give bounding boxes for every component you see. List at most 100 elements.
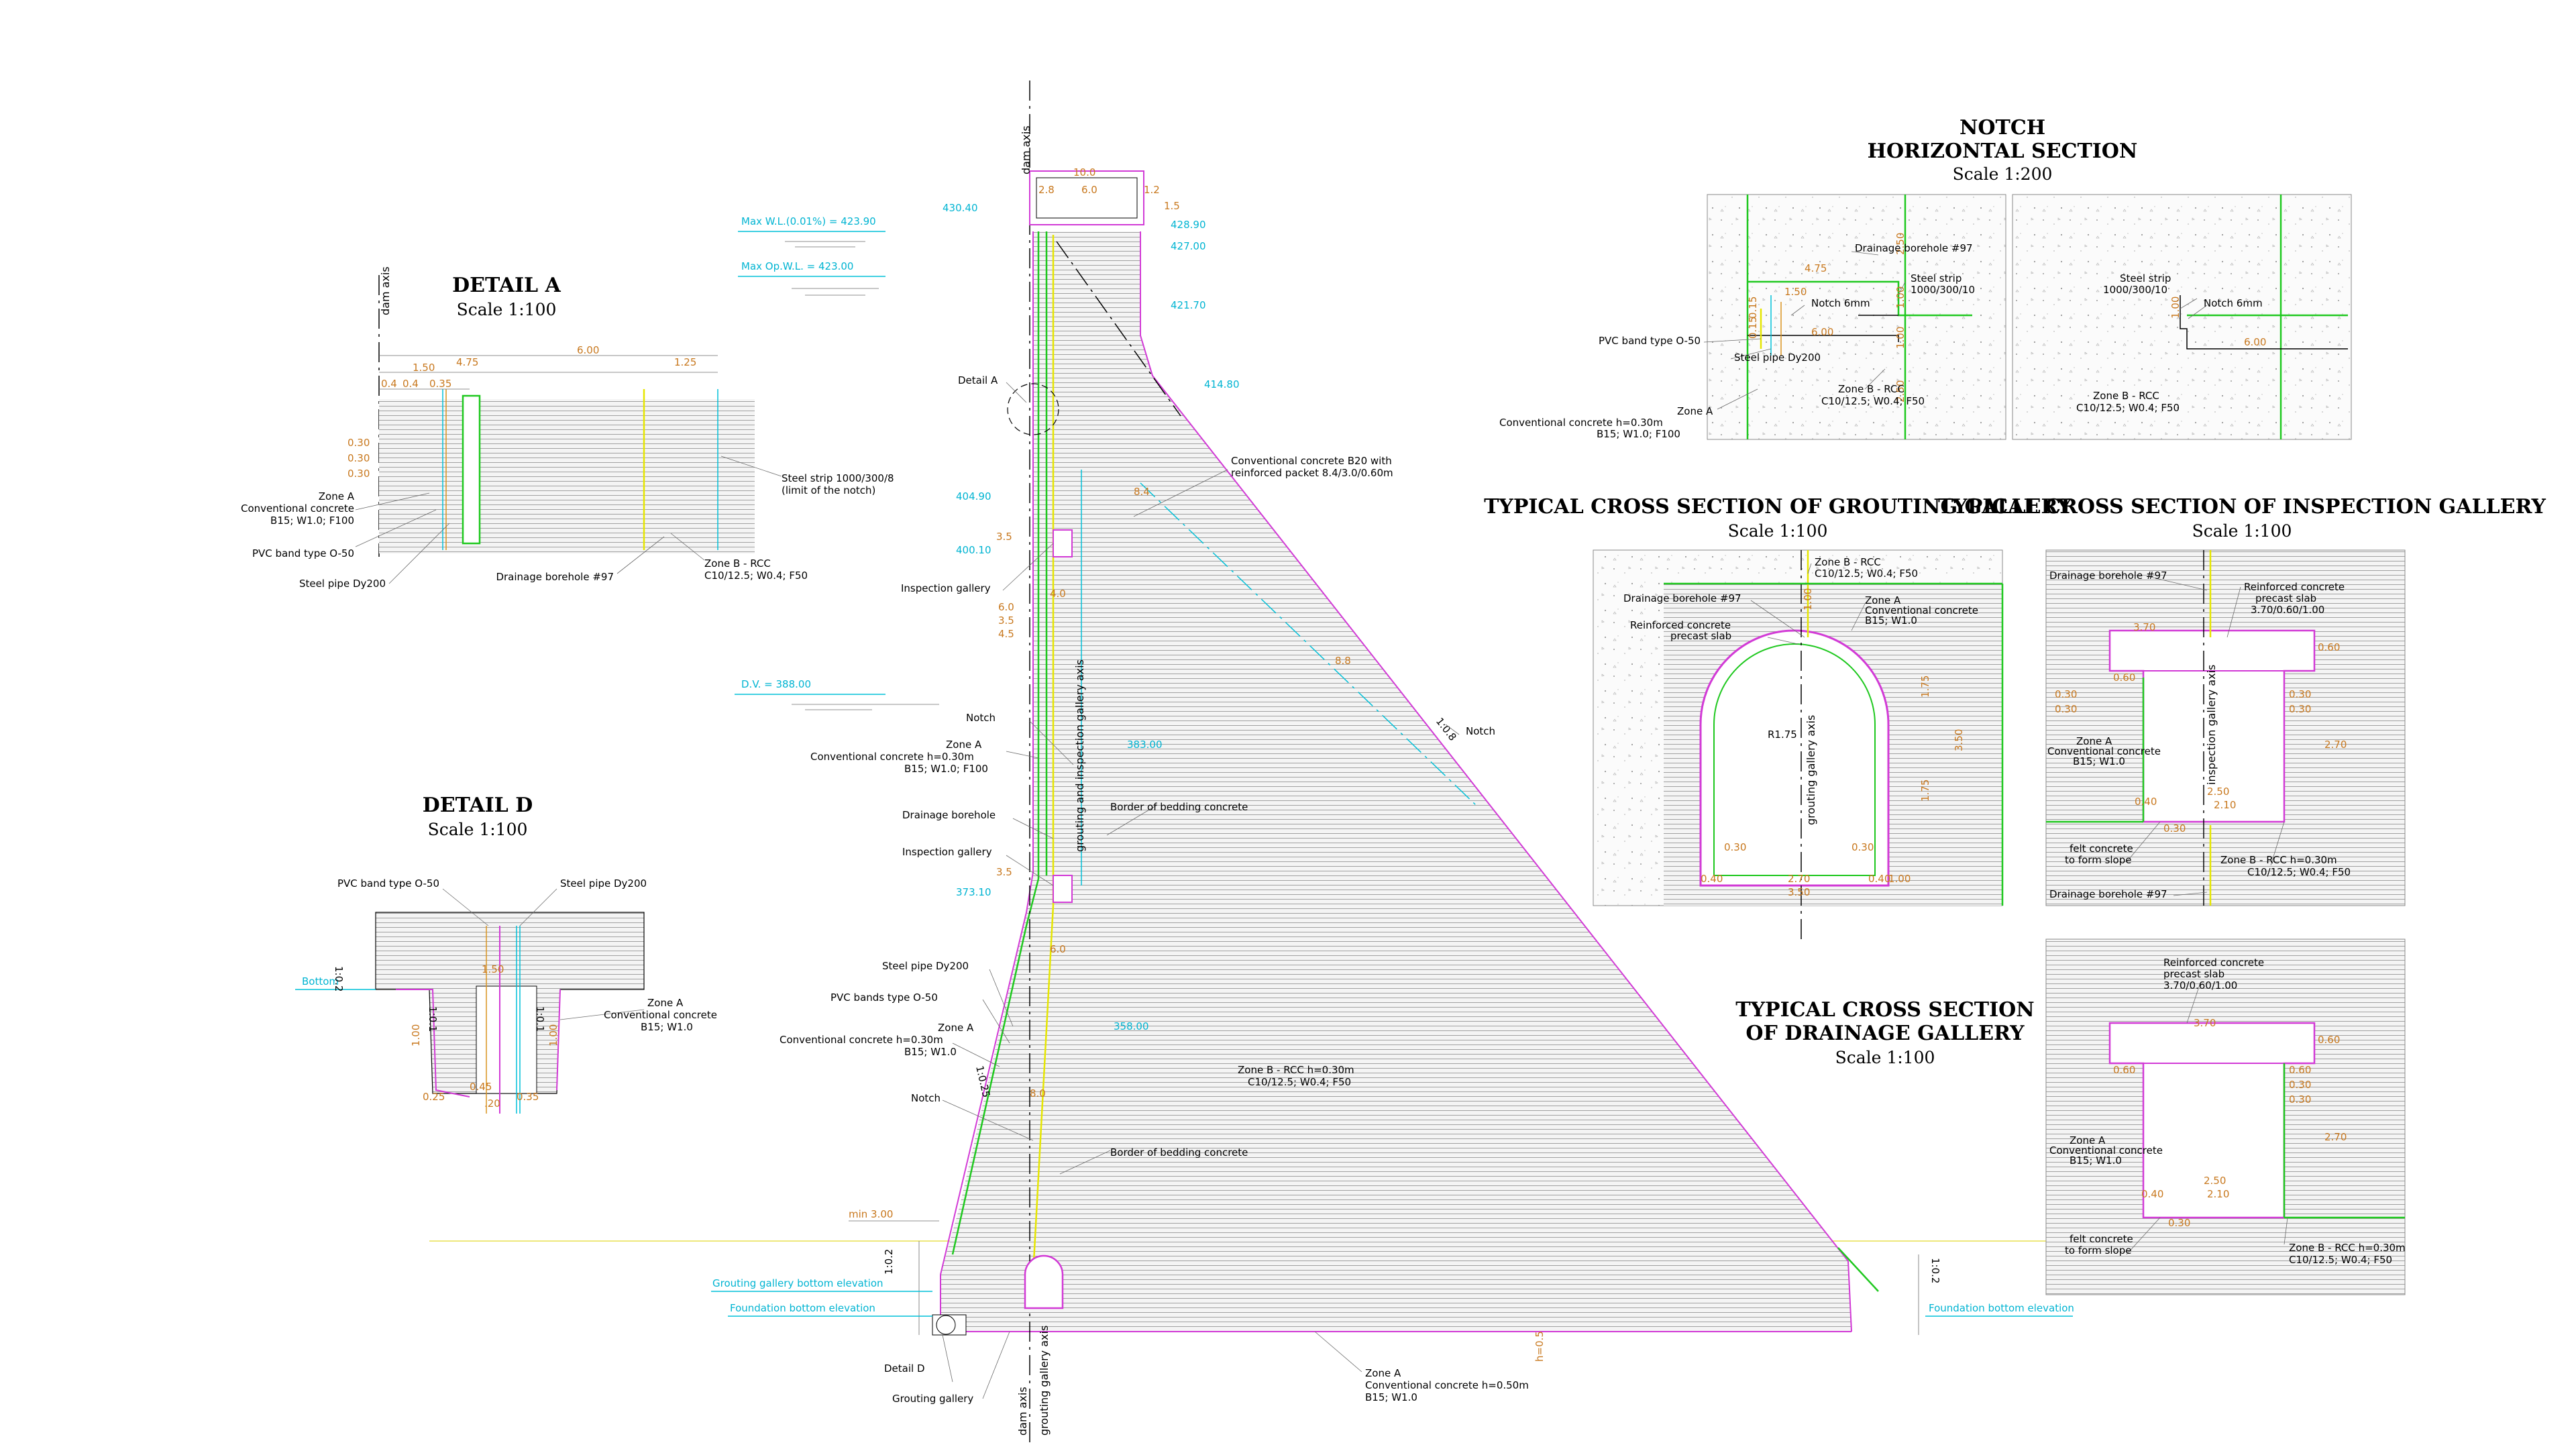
gallery-axis-label: grouting gallery axis [1038,1326,1051,1436]
ig-label-2: precast slab [2255,592,2316,604]
elev-428: 428.90 [1171,219,1206,231]
dg-label-5: B15; W1.0 [2070,1155,2122,1167]
elev-404: 404.90 [956,490,991,502]
gg-dim-4: 0.30 [1724,841,1746,853]
label-inspection-gallery-1: Inspection gallery [901,582,991,594]
ig-dim-3: 0.30 [2055,688,2077,700]
label-notch-1: Notch [966,712,996,724]
notch-title: NOTCH [1960,116,2045,140]
detail-a-label-2: B15; W1.0; F100 [270,515,354,527]
dg-dim-8: 0.40 [2141,1188,2163,1200]
ig-label-10: C10/12.5; W0.4; F50 [2247,866,2351,878]
detail-a-section [379,399,755,553]
notch-label-3: Notch 6mm [1811,297,1870,309]
dim-crest-b: 6.0 [1081,184,1097,196]
elev-foundation-bottom-right: Foundation bottom elevation [1929,1302,2074,1314]
inspection-gallery-section: TYPICAL CROSS SECTION OF INSPECTION GALL… [1938,495,2546,906]
detail-a-label-1: Conventional concrete [241,502,354,515]
notch-label-r2: Notch 6mm [2204,297,2263,309]
dg-dim-6: 2.70 [2324,1131,2347,1143]
dim-crest-a: 2.8 [1038,184,1055,196]
notch-label-7: Conventional concrete h=0.30m [1499,417,1663,429]
dim-side-10: 8.8 [1335,655,1351,667]
detail-a-label-0: Zone A [319,490,355,502]
gg-label-0: Zone B - RCC [1815,556,1881,568]
dg-label-8: Zone B - RCC h=0.30m [2289,1242,2406,1254]
ig-dim-8: 0.40 [2135,796,2157,808]
gg-dim-6: 0.40 [1701,873,1723,885]
dim-side-6: 3.5 [996,866,1012,878]
label-inspection-gallery-2: Inspection gallery [902,846,992,858]
inspection-gallery-lower [1053,875,1073,903]
ig-dim-2: 0.60 [2318,641,2340,653]
detail-a: DETAIL A Scale 1:100 dam axis 6.00 1.50 … [241,266,894,590]
grouting-gallery-section: TYPICAL CROSS SECTION OF GROUTING GALLER… [1484,495,2072,939]
drainage-gallery-title-2: OF DRAINAGE GALLERY [1746,1022,2025,1045]
dam-cross-section: dam axis dam axis grouting gallery axis … [429,80,2074,1442]
dg-dim-0: 3.70 [2194,1017,2216,1029]
notch-dim-2: 6.00 [1811,326,1833,338]
dim-side-5: 4.5 [998,628,1014,640]
notch-dim-4: 2.50 [1894,380,1907,402]
notch-label-1: Steel strip [1911,272,1962,284]
label-pvc-bands: PVC bands type O-50 [830,991,938,1004]
ig-label-0: Drainage borehole #97 [2049,570,2167,582]
dg-label-1: precast slab [2163,968,2224,980]
detail-d-dim-4: 0.45 [470,1081,492,1093]
inspection-gallery-upper [1053,529,1073,557]
ig-label-9: Zone B - RCC h=0.30m [2220,854,2337,866]
ig-label-1: Reinforced concrete [2244,581,2345,593]
elev-max-op-wl: Max Op.W.L. = 423.00 [741,260,853,272]
detail-a-marker [1007,383,1059,435]
notch-label-5: Steel pipe Dy200 [1734,352,1821,364]
detail-a-dim-1: 1.50 [413,362,435,374]
dim-min: min 3.00 [849,1208,893,1220]
label-conv-b20-b: reinforced packet 8.4/3.0/0.60m [1231,467,1393,479]
detail-d-dim-5: 0.35 [517,1091,539,1103]
gg-dim-5: 0.30 [1851,841,1874,853]
detail-d-dim-3: 0.25 [423,1091,445,1103]
gg-label-3: Zone A [1865,594,1901,606]
detail-d-marker [936,1315,956,1335]
dg-dim-9: 2.10 [2207,1188,2229,1200]
detail-d-slope-2: 1:0.1 [534,1006,546,1032]
dim-side-2: 4.0 [1050,588,1066,600]
label-detail-a: Detail A [958,374,998,386]
label-zone-b-2: C10/12.5; W0.4; F50 [1248,1076,1351,1088]
notch-label-8: B15; W1.0; F100 [1597,428,1680,440]
ig-dim-11: 0.30 [2163,822,2186,835]
dg-label-4: Conventional concrete [2049,1144,2163,1157]
gg-label-5: B15; W1.0 [1865,614,1917,627]
notch-dim-5: 1.00 [1894,286,1907,309]
dg-dim-1: 0.60 [2113,1064,2135,1076]
detail-d-label-4: B15; W1.0 [641,1021,693,1033]
water-levels [735,231,939,710]
detail-a-dim-4: 0.4 [381,378,397,390]
detail-d-label-1: Steel pipe Dy200 [560,877,647,890]
detail-a-label-7: C10/12.5; W0.4; F50 [704,570,808,582]
notch-dim-r1: 1.00 [2169,297,2182,319]
ig-dim-5: 0.30 [2289,688,2311,700]
dam-axis-top-label: dam axis [1020,125,1032,174]
grouting-gallery-title: TYPICAL CROSS SECTION OF GROUTING GALLER… [1484,495,2072,519]
label-zone-a-1: Zone A [946,739,982,751]
label-zone-a-2b: Conventional concrete h=0.30m [780,1034,943,1046]
detail-d-label-0: PVC band type O-50 [337,877,439,890]
dim-side-9: 8.4 [1134,486,1150,498]
label-steel-pipe: Steel pipe Dy200 [882,960,969,972]
ig-label-6: B15; W1.0 [2073,755,2125,767]
dg-dim-5: 0.30 [2289,1093,2311,1106]
dg-label-0: Reinforced concrete [2163,957,2264,969]
notch-horizontal-section: NOTCH HORIZONTAL SECTION Scale 1:200 4.7… [1499,116,2352,440]
gg-dim-10: 1.00 [1888,873,1911,885]
ig-label-11: Drainage borehole #97 [2049,888,2167,900]
ig-dim-1: 0.60 [2113,672,2135,684]
notch-label-0: Drainage borehole #97 [1855,242,1973,254]
dg-dim-4: 0.30 [2289,1079,2311,1091]
ig-label-4: Zone A [2076,735,2112,747]
notch-dim-r0: 6.00 [2244,336,2266,348]
ig-dim-7: 2.70 [2324,739,2347,751]
drainage-gallery-scale: Scale 1:100 [1835,1048,1935,1067]
elev-383: 383.00 [1127,739,1163,751]
gg-axis: grouting gallery axis [1805,715,1817,825]
